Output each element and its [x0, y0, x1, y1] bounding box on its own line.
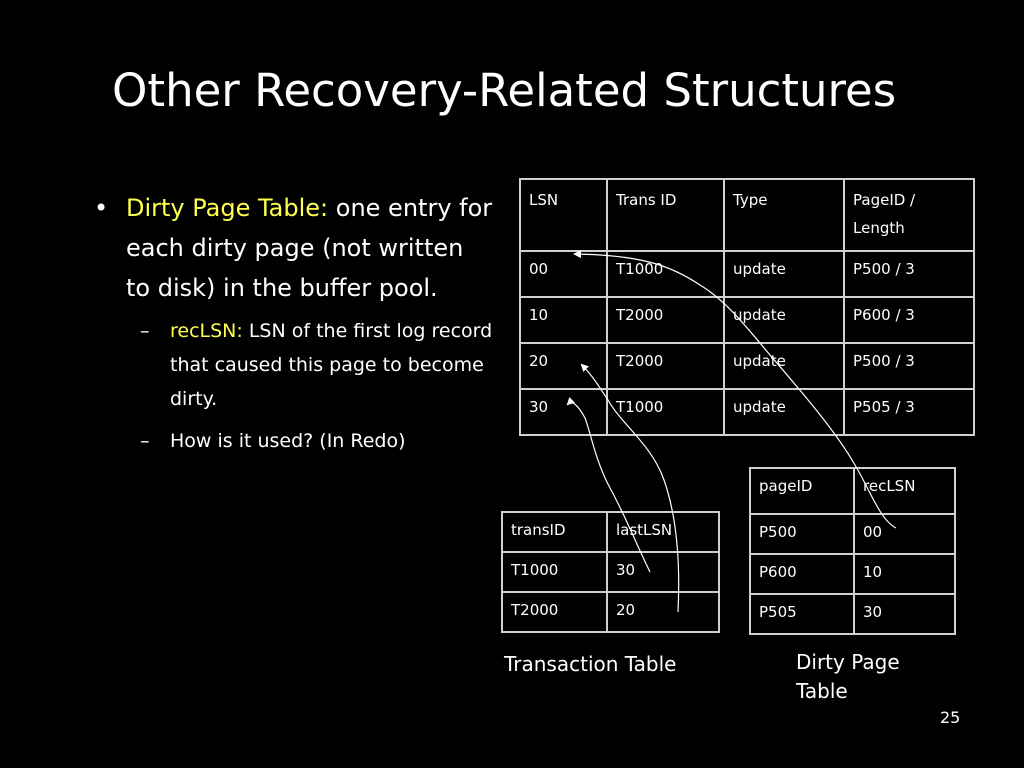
table-row: P505 30	[749, 593, 956, 635]
cell-page: P600 / 3	[843, 296, 975, 344]
sub-bullet-usage: –How is it used? (In Redo)	[94, 424, 494, 458]
header-cell: Trans ID	[606, 178, 725, 252]
cell-lastlsn: 20	[606, 591, 720, 633]
cell-type: update	[723, 388, 845, 436]
transaction-table: transID lastLSN T1000 30 T2000 20	[501, 511, 720, 633]
table-row: 00 T1000 update P500 / 3	[519, 250, 975, 298]
table-row: 20 T2000 update P500 / 3	[519, 342, 975, 390]
cell-pageid: P505	[749, 593, 855, 635]
header-cell: pageID	[749, 467, 855, 515]
table-row: P600 10	[749, 553, 956, 595]
log-table: LSN Trans ID Type PageID / Length 00 T10…	[519, 178, 975, 436]
header-cell: lastLSN	[606, 511, 720, 553]
header-cell: LSN	[519, 178, 608, 252]
cell-lsn: 20	[519, 342, 608, 390]
sub-bullet-text: LSN of the first log record that caused …	[170, 320, 493, 410]
transaction-table-header: transID lastLSN	[501, 511, 720, 553]
cell-reclsn: 10	[853, 553, 956, 595]
dash-icon: –	[140, 320, 150, 342]
dirty-page-table: pageID recLSN P500 00 P600 10 P505 30	[749, 467, 956, 635]
sub-bullet-reclsn: –recLSN: LSN of the first log record tha…	[94, 314, 494, 416]
cell-type: update	[723, 296, 845, 344]
bullet-dot-icon: •	[94, 194, 109, 222]
cell-pageid: P500	[749, 513, 855, 555]
header-cell: PageID / Length	[843, 178, 975, 252]
cell-transid: T2000	[501, 591, 608, 633]
bullet-list: • Dirty Page Table: one entry for each di…	[94, 188, 494, 458]
header-cell: recLSN	[853, 467, 956, 515]
cell-type: update	[723, 342, 845, 390]
cell-trans: T1000	[606, 388, 725, 436]
cell-reclsn: 00	[853, 513, 956, 555]
cell-trans: T2000	[606, 342, 725, 390]
sub-bullet-text: How is it used? (In Redo)	[170, 430, 406, 452]
log-table-header: LSN Trans ID Type PageID / Length	[519, 178, 975, 252]
table-row: 10 T2000 update P600 / 3	[519, 296, 975, 344]
table-row: 30 T1000 update P505 / 3	[519, 388, 975, 436]
cell-page: P500 / 3	[843, 250, 975, 298]
cell-type: update	[723, 250, 845, 298]
cell-lastlsn: 30	[606, 551, 720, 593]
page-number: 25	[940, 708, 961, 727]
cell-trans: T1000	[606, 250, 725, 298]
dirty-page-table-caption: Dirty Page Table	[796, 650, 900, 703]
dirty-page-table-header: pageID recLSN	[749, 467, 956, 515]
bullet-text: one entry for each dirty page (not writt…	[126, 194, 493, 302]
cell-trans: T2000	[606, 296, 725, 344]
cell-lsn: 10	[519, 296, 608, 344]
cell-transid: T1000	[501, 551, 608, 593]
header-cell: Type	[723, 178, 845, 252]
transaction-table-caption: Transaction Table	[504, 652, 677, 676]
cell-lsn: 30	[519, 388, 608, 436]
sub-bullet-term: recLSN:	[170, 320, 243, 342]
cell-pageid: P600	[749, 553, 855, 595]
table-row: T1000 30	[501, 551, 720, 593]
table-row: P500 00	[749, 513, 956, 555]
cell-page: P500 / 3	[843, 342, 975, 390]
dash-icon: –	[140, 430, 150, 452]
bullet-dirty-page-table: • Dirty Page Table: one entry for each di…	[94, 188, 494, 308]
cell-page: P505 / 3	[843, 388, 975, 436]
cell-reclsn: 30	[853, 593, 956, 635]
header-cell: transID	[501, 511, 608, 553]
slide-title: Other Recovery-Related Structures	[112, 64, 897, 117]
cell-lsn: 00	[519, 250, 608, 298]
bullet-term: Dirty Page Table:	[126, 194, 329, 222]
table-row: T2000 20	[501, 591, 720, 633]
